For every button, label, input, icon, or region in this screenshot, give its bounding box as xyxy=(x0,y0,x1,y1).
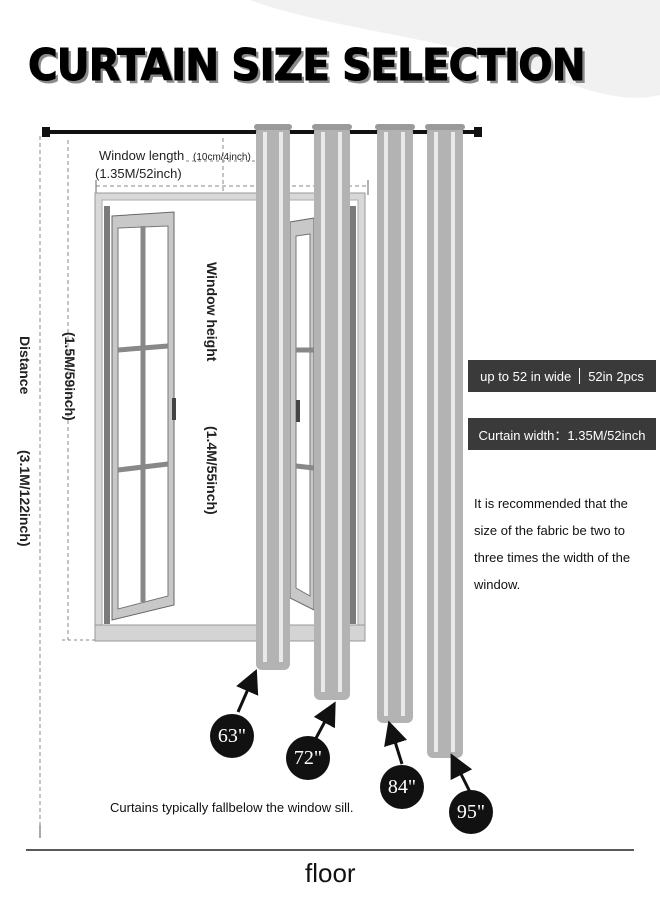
width-badge: up to 52 in wide 52in 2pcs xyxy=(468,360,656,392)
arrow-72 xyxy=(313,701,336,741)
curtain-panel-84 xyxy=(375,124,415,723)
caption-text: Curtains typically fallbelow the window … xyxy=(110,800,354,815)
overhang-label: (10cm/4inch) xyxy=(193,152,251,163)
length-badge-84: 84" xyxy=(380,765,424,809)
floor-label: floor xyxy=(305,858,356,888)
window-length-label: Window length xyxy=(99,148,185,163)
arrow-95 xyxy=(450,753,473,793)
sill-dimension-line xyxy=(62,140,96,641)
badge-divider xyxy=(579,368,581,384)
width-badge-left: up to 52 in wide xyxy=(480,368,572,384)
recommendation-text: It is recommended that the size of the f… xyxy=(474,496,631,592)
length-badge-72: 72" xyxy=(286,736,330,780)
length-badge-95: 95" xyxy=(449,790,493,834)
curtain-panel-63 xyxy=(254,124,292,670)
curtain-panel-72 xyxy=(312,124,352,700)
length-badge-63: 63" xyxy=(210,714,254,758)
right-window-sash xyxy=(289,217,315,611)
curtain-panel-95 xyxy=(425,124,465,758)
distance-value: (3.1M/122inch) xyxy=(17,450,33,547)
curtain-width-badge: Curtain width：1.35M/52inch xyxy=(468,418,656,450)
arrow-63 xyxy=(236,669,259,713)
left-window-sash xyxy=(111,211,176,621)
window-height-label: Window height xyxy=(204,262,220,362)
width-badge-right: 52in 2pcs xyxy=(588,368,644,384)
page-title: CURTAIN SIZE SELECTION xyxy=(28,40,587,92)
background-swoosh xyxy=(250,0,660,98)
arrow-84 xyxy=(384,720,408,765)
window-height-value: (1.4M/55inch) xyxy=(204,426,220,515)
window-length-value: (1.35M/52inch) xyxy=(95,166,182,181)
distance-label: Distance xyxy=(17,336,33,395)
sill-height-value: (1.5M/59inch) xyxy=(62,332,78,421)
